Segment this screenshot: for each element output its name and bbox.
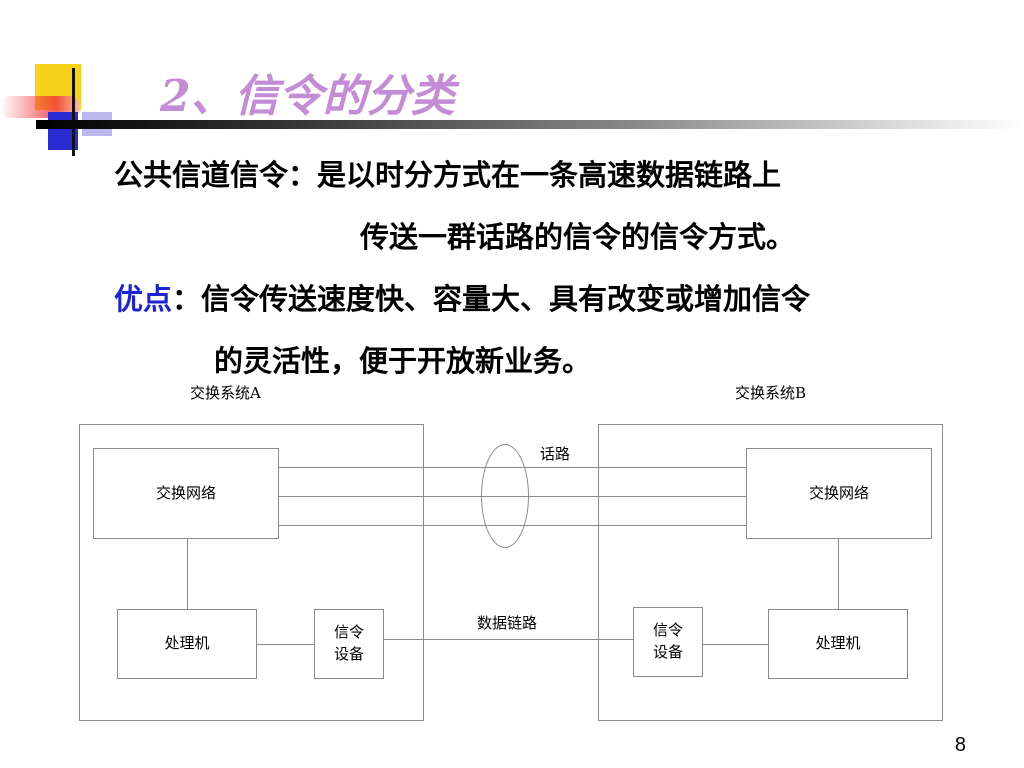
- title-underline-bar: [36, 120, 1024, 129]
- body-line-3: 优点：信令传送速度快、容量大、具有改变或增加信令: [114, 276, 810, 318]
- system-a-label: 交换系统A: [190, 384, 261, 402]
- processor-a: 处理机: [117, 609, 257, 679]
- system-b-frame: [598, 424, 943, 721]
- signaling-device-a-line1: 信令: [333, 623, 364, 642]
- signaling-device-b: 信令 设备: [633, 607, 703, 677]
- signaling-device-a: 信令 设备: [314, 609, 384, 679]
- body-line-2: 传送一群话路的信令的信令方式。: [360, 220, 796, 254]
- voice-path-ellipse: [481, 444, 529, 548]
- advantages-text: ：信令传送速度快、容量大、具有改变或增加信令: [172, 282, 811, 316]
- signaling-device-b-line2: 设备: [652, 643, 683, 661]
- data-link-label: 数据链路: [477, 614, 538, 632]
- data-link-line: [384, 639, 634, 640]
- body-line-4: 的灵活性，便于开放新业务。: [214, 344, 592, 378]
- network-processor-line-a: [187, 539, 188, 609]
- signaling-device-a-line2: 设备: [333, 645, 364, 663]
- voice-path-label: 话路: [540, 445, 571, 463]
- processor-device-line-a: [257, 644, 314, 645]
- processor-b: 处理机: [768, 609, 908, 679]
- advantages-label: 优点: [114, 282, 173, 316]
- switch-network-b: 交换网络: [746, 448, 932, 539]
- processor-device-line-b: [703, 644, 768, 645]
- slide-title: 2、信令的分类: [160, 71, 455, 122]
- system-a-frame: [79, 424, 424, 721]
- decorative-vertical-bar: [72, 68, 75, 156]
- signaling-device-b-line1: 信令: [652, 621, 683, 640]
- system-b-label: 交换系统B: [735, 384, 807, 402]
- page-number: 8: [954, 734, 966, 756]
- network-processor-line-b: [838, 539, 839, 609]
- body-line-1: 公共信道信令：是以时分方式在一条高速数据链路上: [114, 158, 782, 192]
- switch-network-a: 交换网络: [93, 448, 279, 539]
